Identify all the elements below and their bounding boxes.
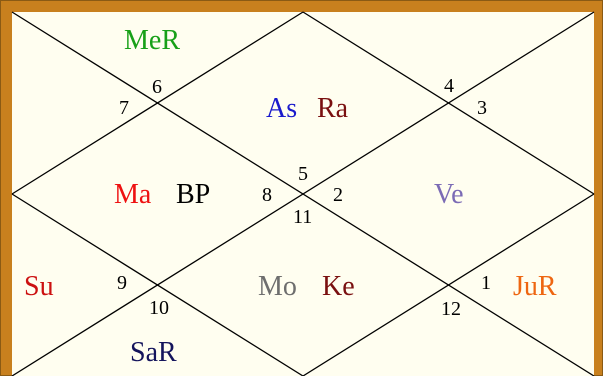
house-number-7: 7 bbox=[119, 97, 129, 119]
house-number-8: 8 bbox=[262, 184, 272, 206]
planet-label-jur: JuR bbox=[513, 271, 557, 302]
house-number-2: 2 bbox=[333, 184, 343, 206]
house-number-4: 4 bbox=[444, 75, 454, 97]
planet-label-sar: SaR bbox=[130, 337, 177, 368]
planet-label-bp: BP bbox=[176, 179, 210, 210]
planet-label-ke: Ke bbox=[322, 271, 355, 302]
diagonal-line-anti bbox=[11, 11, 595, 376]
house-number-3: 3 bbox=[477, 97, 487, 119]
house-number-10: 10 bbox=[149, 297, 169, 319]
planet-label-su: Su bbox=[24, 271, 54, 302]
planet-label-ma: Ma bbox=[114, 179, 152, 210]
diamond-edge-bottom-right bbox=[302, 193, 595, 376]
diamond-edge-top-left bbox=[11, 11, 304, 195]
diamond-edge-bottom-left bbox=[11, 193, 304, 376]
diamond-edge-top-right bbox=[302, 11, 595, 195]
house-number-1: 1 bbox=[481, 272, 491, 294]
house-number-5: 5 bbox=[298, 163, 308, 185]
planet-label-mo: Mo bbox=[258, 271, 297, 302]
house-number-12: 12 bbox=[441, 298, 461, 320]
planet-label-as: As bbox=[266, 93, 297, 124]
planet-label-mer: MeR bbox=[124, 25, 180, 56]
chart-lines bbox=[11, 11, 595, 376]
house-number-9: 9 bbox=[117, 272, 127, 294]
planet-label-ra: Ra bbox=[317, 93, 349, 124]
house-number-11: 11 bbox=[293, 206, 312, 228]
planet-label-ve: Ve bbox=[434, 179, 464, 210]
house-number-6: 6 bbox=[152, 76, 162, 98]
